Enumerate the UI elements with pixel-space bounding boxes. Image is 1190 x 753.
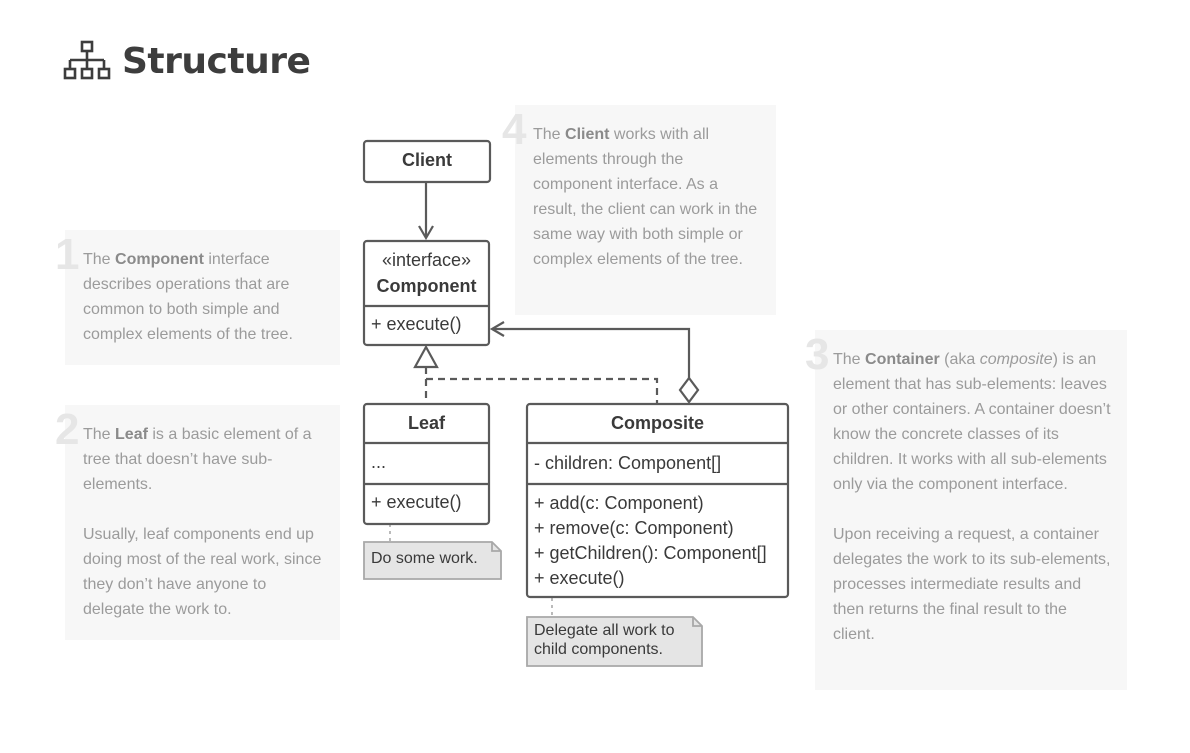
hierarchy-icon	[63, 40, 111, 80]
note-number: 3	[805, 330, 830, 379]
note-run: Upon receiving a request, a container de…	[833, 526, 1111, 643]
page-header: Structure	[62, 40, 311, 82]
note-paragraph: Usually, leaf components end up doing mo…	[83, 522, 328, 622]
note-number: 1	[55, 230, 80, 279]
note-term: Component	[115, 251, 204, 268]
note-run: Usually, leaf components end up doing mo…	[83, 526, 322, 618]
composite-note-line: Delegate all work to	[534, 622, 675, 639]
composite-aggregation-line	[494, 327, 691, 378]
composite-method: + remove(c: Component)	[534, 518, 734, 538]
note-number: 4	[502, 105, 527, 154]
composite-field: - children: Component[]	[534, 453, 722, 473]
note-run: The	[533, 126, 566, 143]
note-text: The Container (aka composite) is an elem…	[833, 347, 1111, 647]
composite-method: + add(c: Component)	[534, 493, 704, 513]
component-interface-name: Component	[376, 276, 477, 296]
composite-note-line: child components.	[534, 641, 663, 658]
note-term: Container	[865, 351, 940, 368]
note-run: works with all elements through the comp…	[533, 126, 758, 268]
note-run: The	[83, 426, 116, 443]
component-method: + execute()	[371, 314, 462, 334]
aggregation-diamond	[678, 376, 700, 404]
page-title: Structure	[122, 40, 311, 82]
explanation-note-2: 2 The Leaf is a basic element of a tree …	[55, 405, 340, 640]
leaf-field: ...	[371, 452, 387, 472]
note-text: The Leaf is a basic element of a tree th…	[83, 422, 328, 622]
explanation-note-1: 1 The Component interface describes oper…	[55, 230, 340, 365]
composite-realization-line	[426, 377, 659, 404]
note-paragraph: The Component interface describes operat…	[83, 247, 333, 347]
note-run: The	[83, 251, 116, 268]
note-text: The Component interface describes operat…	[83, 247, 333, 347]
note-text: The Client works with all elements throu…	[533, 122, 758, 272]
composite-method: + getChildren(): Component[]	[534, 543, 767, 563]
note-run: is a basic element of a tree that doesn’…	[83, 426, 312, 493]
leaf-class-name: Leaf	[407, 413, 445, 433]
client-class-name: Client	[401, 150, 452, 170]
note-run: composite	[979, 351, 1053, 368]
composite-method: + execute()	[534, 568, 625, 588]
note-term: Client	[565, 126, 610, 143]
explanation-note-3: 3 The Container (aka composite) is an el…	[805, 330, 1127, 690]
component-stereotype: «interface»	[381, 250, 472, 270]
note-run: ) is an element that has sub-elements: l…	[833, 351, 1111, 493]
note-term: Leaf	[115, 426, 148, 443]
note-number: 2	[55, 405, 80, 454]
leaf-method: + execute()	[371, 492, 462, 512]
note-run: interface describes operations that are …	[83, 251, 293, 343]
explanation-note-4: 4 The Client works with all elements thr…	[502, 105, 776, 315]
realization-triangle	[413, 344, 439, 369]
note-paragraph: Upon receiving a request, a container de…	[833, 522, 1111, 647]
composite-class-name: Composite	[610, 413, 704, 433]
note-paragraph: The Leaf is a basic element of a tree th…	[83, 422, 328, 497]
note-run: The	[833, 351, 866, 368]
note-paragraph: The Container (aka composite) is an elem…	[833, 347, 1111, 497]
note-paragraph: The Client works with all elements throu…	[533, 122, 758, 272]
leaf-note-text: Do some work.	[371, 550, 478, 567]
note-run: (aka	[939, 351, 980, 368]
